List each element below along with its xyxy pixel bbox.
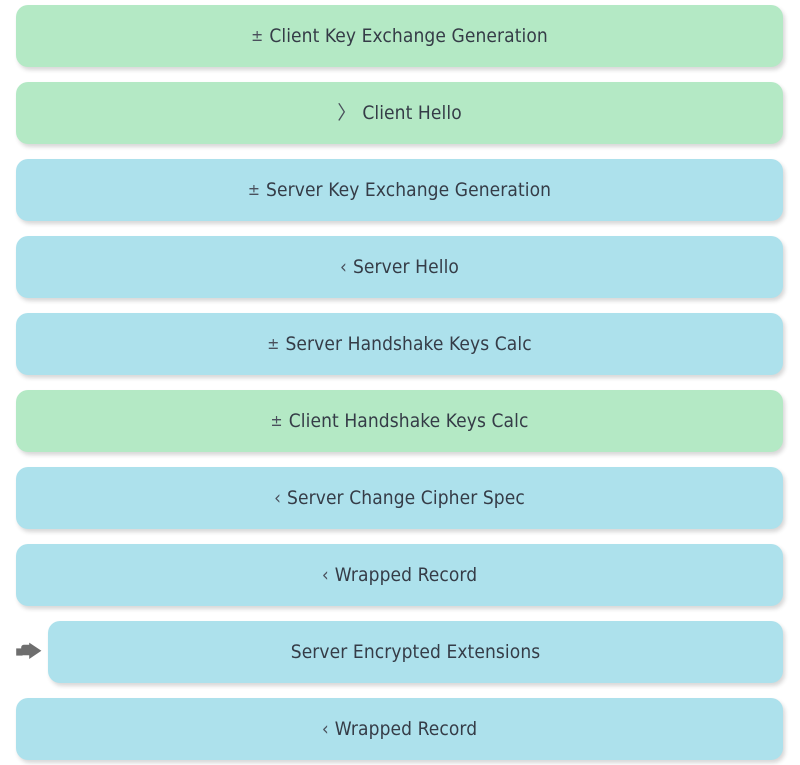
chevron-left-inbound-icon: ‹ xyxy=(321,718,329,740)
timeline-bar-label: ± Client Handshake Keys Calc xyxy=(271,410,529,432)
chevron-left-inbound-icon: ‹ xyxy=(340,256,347,278)
plus-minus-calc-icon: ± xyxy=(270,411,283,430)
timeline-bar-label: ‹Server Hello xyxy=(340,256,459,278)
timeline-row[interactable]: ‹Wrapped Record xyxy=(0,544,800,606)
timeline-bar-text: Client Hello xyxy=(362,102,462,124)
timeline-bar-server[interactable]: ± Server Handshake Keys Calc xyxy=(16,313,783,375)
timeline-bar-server[interactable]: Server Encrypted Extensions xyxy=(48,621,783,683)
timeline-row[interactable]: ± Client Key Exchange Generation xyxy=(0,5,800,67)
plus-minus-calc-icon: ± xyxy=(251,26,264,45)
timeline-bar-label: ‹Wrapped Record xyxy=(322,718,477,740)
timeline-bar-client[interactable]: ± Client Key Exchange Generation xyxy=(16,5,783,67)
timeline-row[interactable]: ‹Server Change Cipher Spec xyxy=(0,467,800,529)
timeline-bar-text: Wrapped Record xyxy=(334,564,478,586)
arrow-right-selection-icon xyxy=(14,640,44,664)
timeline-bar-text: Server Hello xyxy=(352,256,459,278)
chevron-left-inbound-icon: ‹ xyxy=(274,487,282,509)
timeline-bar-text: Server Handshake Keys Calc xyxy=(285,333,532,355)
timeline-bar-label: ‹Wrapped Record xyxy=(322,564,477,586)
timeline-bar-client[interactable]: 〉Client Hello xyxy=(16,82,783,144)
plus-minus-calc-icon: ± xyxy=(247,180,261,199)
timeline-row[interactable]: Server Encrypted Extensions xyxy=(0,621,800,683)
chevron-right-outbound-icon: 〉 xyxy=(337,102,357,124)
timeline-bar-text: Wrapped Record xyxy=(334,718,478,740)
timeline-row[interactable]: ± Server Handshake Keys Calc xyxy=(0,313,800,375)
timeline-bar-text: Server Key Exchange Generation xyxy=(266,179,552,201)
timeline-bar-server[interactable]: ‹Server Hello xyxy=(16,236,783,298)
timeline-bar-label: ± Client Key Exchange Generation xyxy=(251,25,548,47)
timeline-bar-client[interactable]: ± Client Handshake Keys Calc xyxy=(16,390,783,452)
timeline-bar-label: ‹Server Change Cipher Spec xyxy=(274,487,525,509)
timeline-row[interactable]: 〉Client Hello xyxy=(0,82,800,144)
timeline-bar-text: Server Encrypted Extensions xyxy=(290,641,541,663)
timeline-bar-label: ± Server Key Exchange Generation xyxy=(248,179,551,201)
timeline-bar-server[interactable]: ‹Wrapped Record xyxy=(16,544,783,606)
timeline-row[interactable]: ± Client Handshake Keys Calc xyxy=(0,390,800,452)
timeline-bar-text: Server Change Cipher Spec xyxy=(287,487,525,509)
timeline-bar-server[interactable]: ‹Server Change Cipher Spec xyxy=(16,467,783,529)
chevron-left-inbound-icon: ‹ xyxy=(321,564,329,586)
timeline-bar-text: Client Handshake Keys Calc xyxy=(288,410,529,432)
timeline-bar-label: Server Encrypted Extensions xyxy=(291,641,541,663)
plus-minus-calc-icon: ± xyxy=(267,334,280,353)
timeline-row[interactable]: ‹Server Hello xyxy=(0,236,800,298)
timeline-bar-label: 〉Client Hello xyxy=(337,102,462,124)
timeline-bar-server[interactable]: ‹Wrapped Record xyxy=(16,698,783,760)
timeline-bar-server[interactable]: ± Server Key Exchange Generation xyxy=(16,159,783,221)
timeline-row[interactable]: ± Server Key Exchange Generation xyxy=(0,159,800,221)
timeline-row[interactable]: ‹Wrapped Record xyxy=(0,698,800,760)
timeline-bar-text: Client Key Exchange Generation xyxy=(269,25,548,47)
timeline-bar-label: ± Server Handshake Keys Calc xyxy=(267,333,531,355)
